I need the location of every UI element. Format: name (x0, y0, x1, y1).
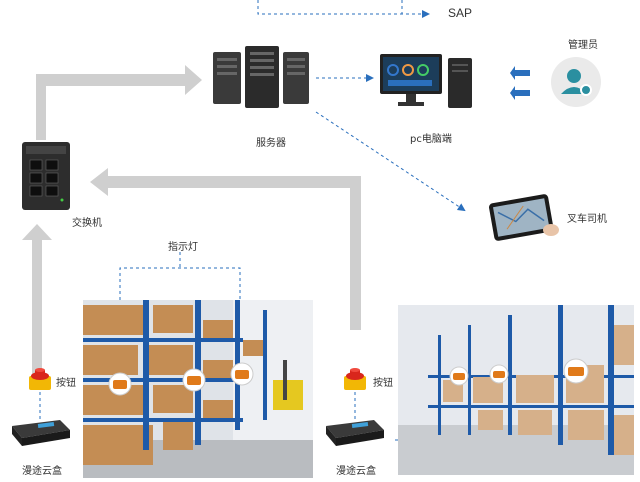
network-switch-icon (22, 142, 70, 210)
indicator-lamp-5 (489, 364, 509, 384)
indicator-label: 指示灯 (168, 242, 198, 253)
admin-node[interactable] (550, 56, 602, 108)
button-label-left: 按钮 (56, 378, 76, 389)
tablet-icon (489, 194, 559, 241)
admin-label: 管理员 (568, 40, 598, 51)
server-label: 服务器 (256, 138, 286, 149)
arrow-warehouse-to-switch (90, 168, 361, 330)
desktop-computer-icon (380, 54, 472, 108)
arrow-cloudbox-to-switch (22, 224, 52, 390)
sap-label: SAP (448, 6, 473, 20)
cloudbox-label-right: 漫途云盒 (336, 466, 376, 477)
indicator-lamp-4 (449, 366, 469, 386)
indicator-lamp-icon (108, 372, 132, 396)
admin-to-pc-arrows (510, 66, 530, 100)
warehouse-shelves-image (398, 305, 634, 475)
indicator-lamp-icon (230, 362, 254, 386)
indicator-lamp-3 (230, 362, 254, 386)
push-button-left[interactable] (26, 364, 54, 392)
indicator-lamp-6 (563, 358, 589, 384)
push-button-right[interactable] (341, 364, 369, 392)
cloudbox-label-left: 漫途云盒 (22, 466, 62, 477)
forklift-label: 叉车司机 (567, 214, 607, 225)
switch-label: 交换机 (72, 218, 102, 229)
indicator-lamp-1 (108, 372, 132, 396)
link-server-to-tablet (315, 111, 466, 212)
gateway-box-icon (326, 420, 384, 446)
cloudbox-left[interactable] (8, 418, 72, 448)
push-button-icon (29, 368, 51, 390)
indicator-lamp-2 (182, 368, 206, 392)
indicator-lamp-icon (182, 368, 206, 392)
gray-arrows (22, 65, 361, 390)
pc-label: pc电脑端 (410, 134, 452, 145)
link-to-sap (257, 0, 430, 18)
switch-node[interactable] (20, 140, 72, 212)
arrow-switch-to-server (36, 65, 202, 140)
indicator-lamp-icon (489, 364, 509, 384)
cloudbox-right[interactable] (322, 418, 386, 448)
tablet-node[interactable] (485, 190, 563, 242)
user-gear-icon (551, 57, 601, 107)
indicator-lamp-icon (449, 366, 469, 386)
indicator-lamp-icon (563, 358, 589, 384)
indicator-bracket (119, 252, 241, 300)
warehouse-photo-right (398, 305, 634, 475)
server-rack-icon (213, 46, 309, 108)
button-label-right: 按钮 (373, 378, 393, 389)
gateway-box-icon (12, 420, 70, 446)
server-node[interactable] (205, 40, 315, 112)
pc-node[interactable] (378, 50, 478, 112)
push-button-icon (344, 368, 366, 390)
